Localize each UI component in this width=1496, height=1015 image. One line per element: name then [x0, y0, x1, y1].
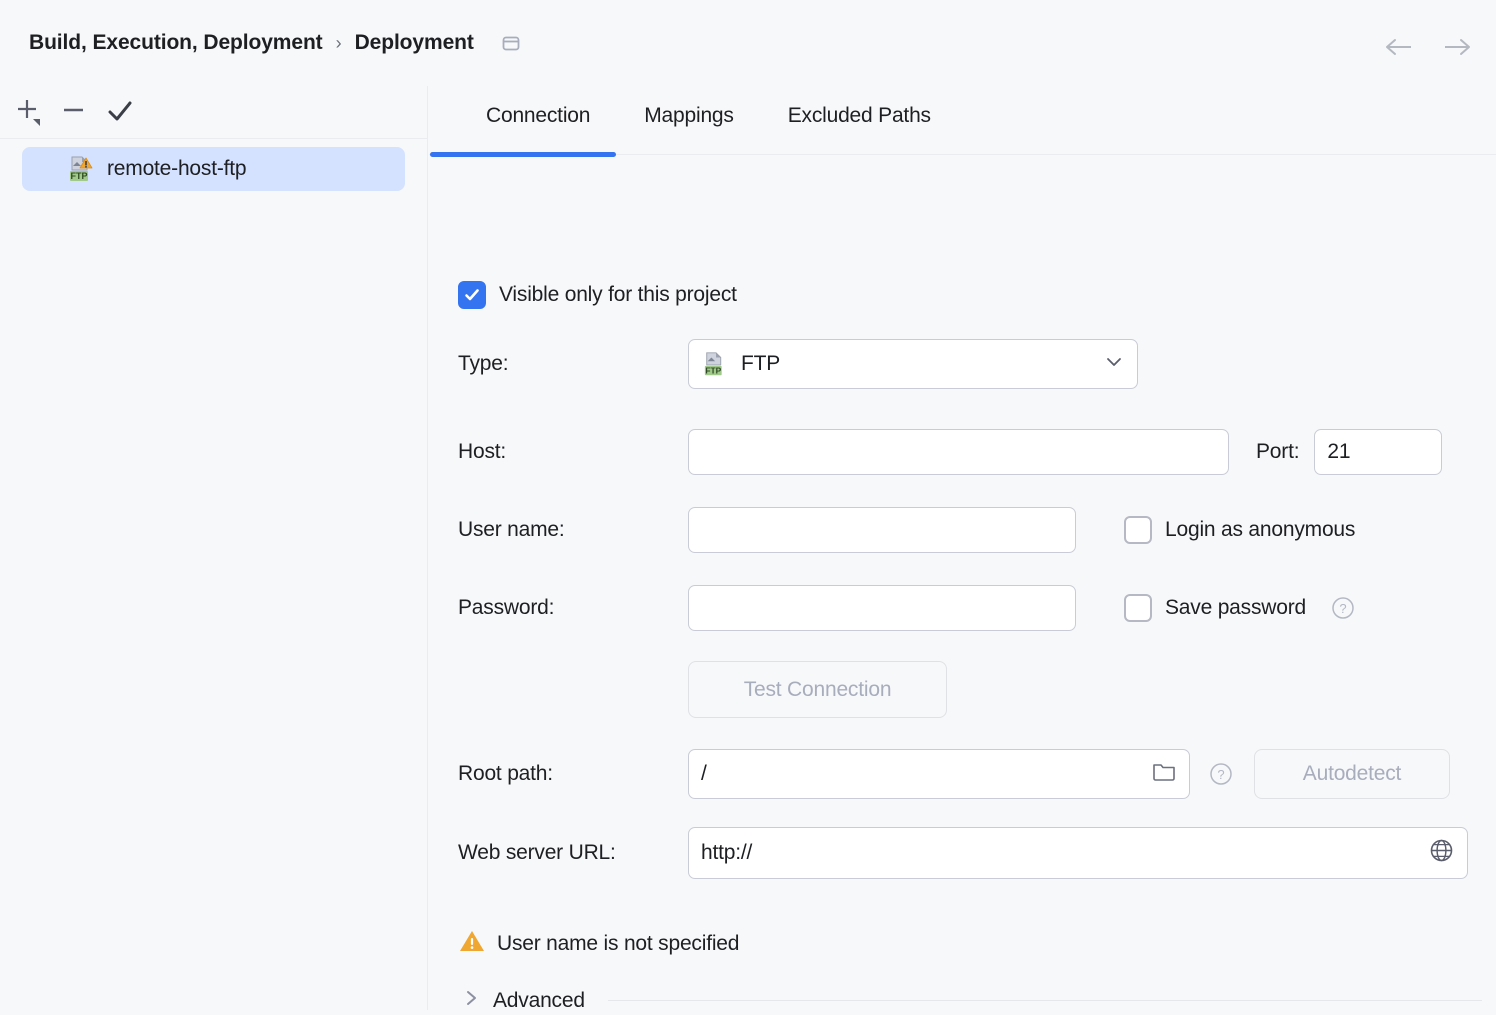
deployment-settings-panel: Connection Mappings Excluded Paths Visib…	[429, 86, 1496, 1012]
svg-text:FTP: FTP	[705, 365, 721, 375]
login-anonymous-checkbox[interactable]	[1124, 516, 1152, 544]
settings-tabs: Connection Mappings Excluded Paths	[429, 86, 1496, 171]
sidebar-toolbar	[0, 86, 427, 139]
test-connection-row: Test Connection	[458, 661, 947, 718]
breadcrumb-leaf: Deployment	[354, 31, 474, 54]
chevron-down-icon[interactable]	[1103, 351, 1125, 378]
type-value: FTP	[741, 352, 781, 375]
save-password-label: Save password	[1165, 596, 1306, 619]
web-server-url-value: http://	[701, 841, 753, 864]
validation-message: User name is not specified	[497, 931, 740, 955]
settings-header: Build, Execution, Deployment › Deploymen…	[0, 0, 1496, 86]
web-server-url-input[interactable]: http://	[688, 827, 1468, 879]
tab-excluded-paths[interactable]: Excluded Paths	[787, 104, 931, 127]
password-row: Password: Save password ?	[458, 585, 1488, 631]
arrow-left-icon[interactable]	[1382, 30, 1416, 64]
username-label: User name:	[458, 518, 565, 541]
server-tree: FTP remote-host-ftp	[0, 139, 427, 191]
visible-only-checkbox[interactable]	[458, 281, 486, 309]
host-label: Host:	[458, 440, 507, 463]
port-value: 21	[1327, 440, 1351, 463]
ftp-server-warning-icon: FTP	[68, 154, 98, 184]
save-password-row[interactable]: Save password ?	[1124, 594, 1356, 622]
folder-icon[interactable]	[1151, 759, 1177, 789]
validation-warning: User name is not specified	[458, 928, 739, 959]
help-circle-icon[interactable]: ?	[1330, 595, 1356, 621]
login-anonymous-label: Login as anonymous	[1165, 518, 1356, 541]
history-navigation	[1382, 30, 1474, 64]
breadcrumb-separator: ›	[335, 32, 342, 53]
tabs-divider	[429, 154, 1496, 155]
svg-text:?: ?	[1339, 601, 1346, 616]
tab-mappings[interactable]: Mappings	[644, 104, 734, 127]
web-server-url-row: Web server URL: http://	[458, 827, 1496, 879]
root-path-row: Root path: / ? Autodetect	[458, 749, 1488, 799]
visible-only-row[interactable]: Visible only for this project	[458, 281, 737, 309]
web-server-url-label: Web server URL:	[458, 841, 616, 864]
globe-icon[interactable]	[1428, 837, 1455, 870]
breadcrumb: Build, Execution, Deployment › Deploymen…	[0, 31, 522, 55]
project-scope-icon[interactable]	[500, 32, 522, 54]
username-input[interactable]	[688, 507, 1076, 553]
remove-server-button[interactable]	[54, 92, 94, 132]
root-path-label: Root path:	[458, 762, 553, 785]
login-anonymous-row[interactable]: Login as anonymous	[1124, 516, 1355, 544]
advanced-section-header[interactable]: Advanced	[462, 986, 1482, 1015]
type-row: Type: FTP FTP	[458, 339, 1468, 389]
breadcrumb-root[interactable]: Build, Execution, Deployment	[29, 31, 323, 54]
root-path-value: /	[701, 762, 707, 785]
add-server-button[interactable]	[8, 92, 48, 132]
visible-only-label: Visible only for this project	[499, 283, 737, 306]
test-connection-button[interactable]: Test Connection	[688, 661, 947, 718]
sidebar-item-remote-host-ftp[interactable]: FTP remote-host-ftp	[22, 147, 405, 191]
active-tab-indicator	[430, 152, 616, 157]
host-input[interactable]	[688, 429, 1229, 475]
deployment-servers-sidebar: FTP remote-host-ftp	[0, 86, 428, 1010]
type-select[interactable]: FTP FTP	[688, 339, 1138, 389]
tab-connection[interactable]: Connection	[486, 104, 591, 127]
sidebar-item-label: remote-host-ftp	[107, 157, 247, 180]
port-label: Port:	[1256, 440, 1300, 463]
root-path-help-circle-icon[interactable]: ?	[1208, 761, 1234, 787]
save-password-checkbox[interactable]	[1124, 594, 1152, 622]
autodetect-button[interactable]: Autodetect	[1254, 749, 1450, 799]
arrow-right-icon[interactable]	[1440, 30, 1474, 64]
username-row: User name: Login as anonymous	[458, 507, 1488, 553]
type-label: Type:	[458, 352, 509, 375]
port-input[interactable]: 21	[1314, 429, 1443, 475]
advanced-label: Advanced	[493, 988, 585, 1012]
warning-triangle-icon	[458, 928, 486, 959]
chevron-right-icon[interactable]	[462, 986, 482, 1015]
password-label: Password:	[458, 596, 555, 619]
svg-text:FTP: FTP	[71, 171, 88, 181]
host-row: Host: Port: 21	[458, 429, 1488, 475]
root-path-input[interactable]: /	[688, 749, 1190, 799]
advanced-divider	[607, 1000, 1482, 1001]
svg-text:?: ?	[1217, 767, 1224, 782]
ftp-icon: FTP	[703, 350, 731, 378]
password-input[interactable]	[688, 585, 1076, 631]
set-default-server-button[interactable]	[100, 92, 140, 132]
